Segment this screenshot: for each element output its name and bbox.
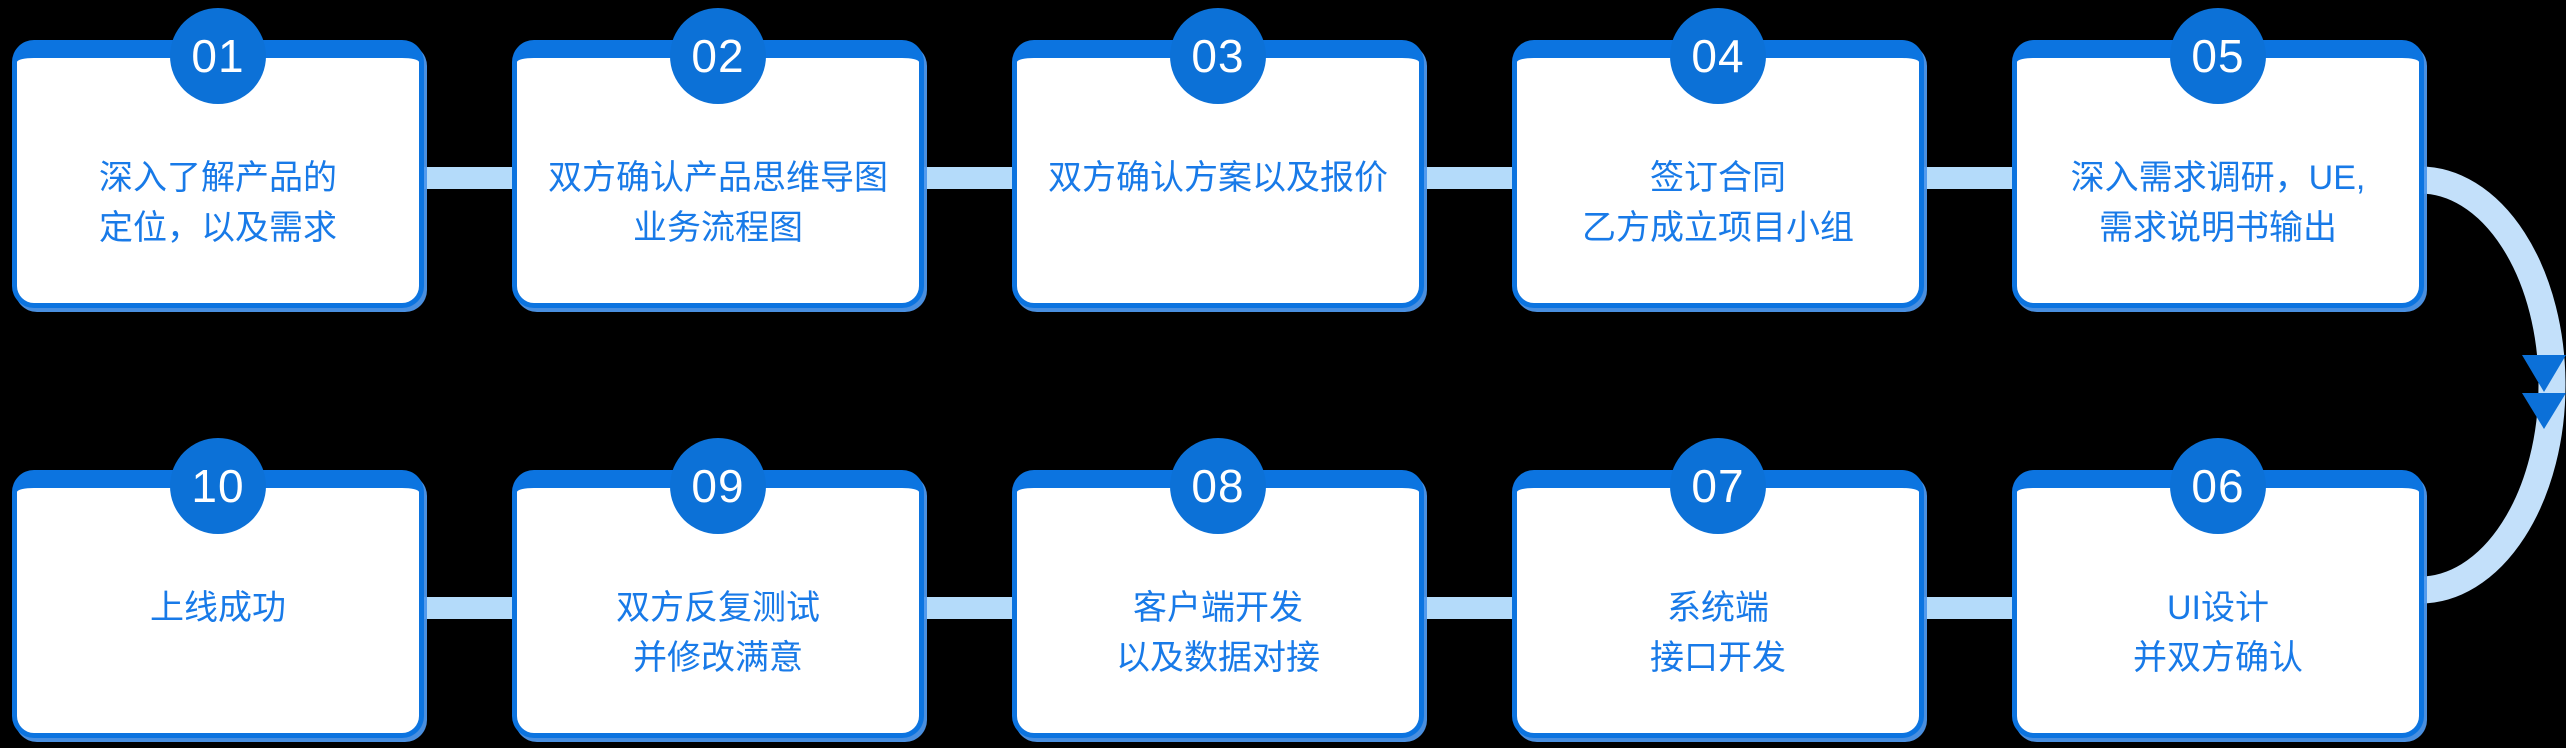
step-number-badge: 10 xyxy=(170,438,266,534)
step-text-line: 双方反复测试 xyxy=(616,589,820,627)
step-number: 03 xyxy=(1191,30,1245,82)
step-description: 系统端 接口开发 xyxy=(1517,583,1919,683)
step-card-07: 07 系统端 接口开发 xyxy=(1512,438,1924,738)
step-number-badge: 03 xyxy=(1170,8,1266,104)
step-description: 深入了解产品的 定位，以及需求 xyxy=(17,153,419,253)
connector-01-02 xyxy=(420,167,516,189)
step-text-line: 客户端开发 xyxy=(1133,589,1303,627)
step-text-line: 定位，以及需求 xyxy=(99,209,337,247)
step-text-line: 接口开发 xyxy=(1650,639,1786,677)
step-text-line: 深入需求调研，UE, xyxy=(2070,159,2366,197)
step-text-line: 双方确认方案以及报价 xyxy=(1048,159,1388,197)
step-text-line: 签订合同 xyxy=(1650,159,1786,197)
step-card-06: 06 UI设计 并双方确认 xyxy=(2012,438,2424,738)
step-number-badge: 05 xyxy=(2170,8,2266,104)
connector-07-08 xyxy=(1420,597,1516,619)
step-description: 双方确认方案以及报价 xyxy=(1017,153,1419,203)
step-number-badge: 06 xyxy=(2170,438,2266,534)
step-text-line: 上线成功 xyxy=(150,589,286,627)
step-text-line: 需求说明书输出 xyxy=(2099,209,2337,247)
step-card-08: 08 客户端开发 以及数据对接 xyxy=(1012,438,1424,738)
step-description: 双方反复测试 并修改满意 xyxy=(517,583,919,683)
step-number: 05 xyxy=(2191,30,2245,82)
step-number: 07 xyxy=(1691,460,1745,512)
step-text-line: 并双方确认 xyxy=(2133,639,2303,677)
step-text-line: 并修改满意 xyxy=(633,639,803,677)
step-description: 客户端开发 以及数据对接 xyxy=(1017,583,1419,683)
step-text-line: 深入了解产品的 xyxy=(99,159,337,197)
step-description: 深入需求调研，UE, 需求说明书输出 xyxy=(2017,153,2419,253)
curve-arc xyxy=(2419,166,2566,604)
step-card-10: 10 上线成功 xyxy=(12,438,424,738)
step-number-badge: 02 xyxy=(670,8,766,104)
step-description: 签订合同 乙方成立项目小组 xyxy=(1517,153,1919,253)
step-description: 双方确认产品思维导图 业务流程图 xyxy=(517,153,919,253)
step-card-03: 03 双方确认方案以及报价 xyxy=(1012,8,1424,308)
step-number: 04 xyxy=(1691,30,1745,82)
connector-08-09 xyxy=(920,597,1016,619)
step-text-line: 以及数据对接 xyxy=(1116,639,1320,677)
arrow-down-icon xyxy=(2522,355,2566,392)
step-text-line: 双方确认产品思维导图 xyxy=(548,159,888,197)
connector-04-05 xyxy=(1920,167,2016,189)
step-text-line: 系统端 xyxy=(1667,589,1769,627)
step-card-09: 09 双方反复测试 并修改满意 xyxy=(512,438,924,738)
step-card-04: 04 签订合同 乙方成立项目小组 xyxy=(1512,8,1924,308)
step-number-badge: 01 xyxy=(170,8,266,104)
step-card-02: 02 双方确认产品思维导图 业务流程图 xyxy=(512,8,924,308)
step-number: 02 xyxy=(691,30,745,82)
step-description: UI设计 并双方确认 xyxy=(2017,583,2419,683)
connector-06-07 xyxy=(1920,597,2016,619)
arrow-down-icon xyxy=(2522,393,2566,429)
step-number: 06 xyxy=(2191,460,2245,512)
connector-02-03 xyxy=(920,167,1016,189)
step-description: 上线成功 xyxy=(17,583,419,633)
step-number: 10 xyxy=(191,460,245,512)
step-number-badge: 09 xyxy=(670,438,766,534)
step-text-line: UI设计 xyxy=(2167,589,2269,627)
step-number: 09 xyxy=(691,460,745,512)
connector-03-04 xyxy=(1420,167,1516,189)
step-text-line: 业务流程图 xyxy=(633,209,803,247)
step-number-badge: 08 xyxy=(1170,438,1266,534)
step-number-badge: 04 xyxy=(1670,8,1766,104)
step-card-01: 01 深入了解产品的 定位，以及需求 xyxy=(12,8,424,308)
step-number-badge: 07 xyxy=(1670,438,1766,534)
step-text-line: 乙方成立项目小组 xyxy=(1582,209,1854,247)
step-number: 01 xyxy=(191,30,245,82)
step-card-05: 05 深入需求调研，UE, 需求说明书输出 xyxy=(2012,8,2424,308)
connector-09-10 xyxy=(420,597,516,619)
step-number: 08 xyxy=(1191,460,1245,512)
